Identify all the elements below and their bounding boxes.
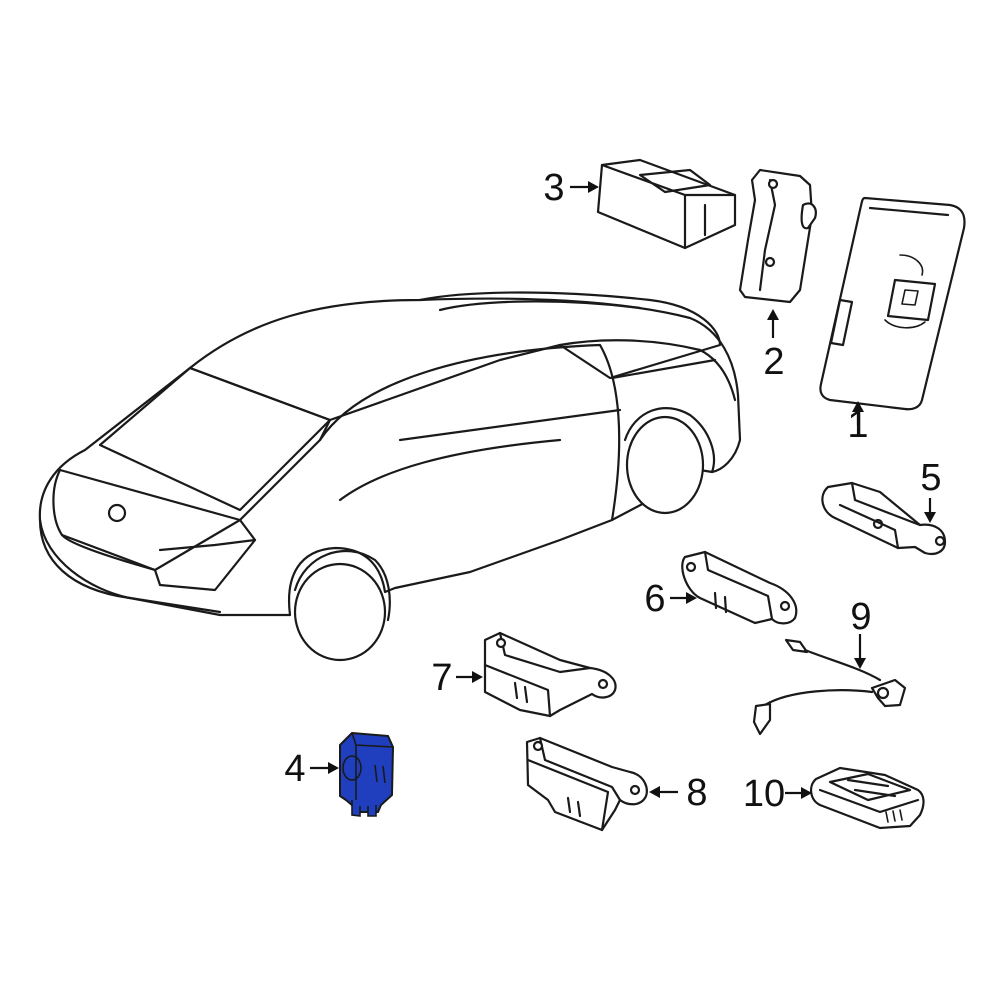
- part-3-box: [596, 158, 737, 250]
- callout-3: 3: [543, 167, 564, 209]
- part-5-sensor: [821, 481, 947, 556]
- callout-6: 6: [644, 578, 665, 620]
- part-8-sensor: [525, 736, 648, 832]
- callout-7: 7: [431, 657, 452, 699]
- part-1-module: [819, 196, 966, 411]
- vehicle-illustration: [38, 291, 742, 662]
- arrowhead-6: [686, 592, 697, 604]
- callout-9: 9: [850, 596, 871, 638]
- callout-2: 2: [763, 341, 784, 383]
- arrowhead-10: [801, 787, 812, 799]
- part-6-sensor: [681, 550, 798, 625]
- part-7-sensor: [483, 631, 617, 718]
- callout-4: 4: [284, 748, 305, 790]
- arrowhead-3: [588, 181, 599, 193]
- arrowhead-7: [472, 671, 483, 683]
- arrowhead-9: [854, 658, 866, 669]
- callout-labels: 1 2 3 4 5 6 7 8 9 10: [284, 167, 941, 815]
- callout-arrows: [310, 181, 936, 799]
- arrowhead-5: [924, 512, 936, 523]
- callout-8: 8: [686, 772, 707, 814]
- part-9-antenna-wire: [752, 638, 907, 736]
- part-4-relay-highlighted: [339, 732, 394, 817]
- callout-1: 1: [847, 404, 868, 446]
- part-2-bracket: [738, 168, 817, 304]
- arrowhead-4: [328, 762, 339, 774]
- callout-10: 10: [743, 773, 785, 815]
- callout-5: 5: [920, 457, 941, 499]
- part-10-key-fob: [810, 766, 925, 830]
- arrowhead-2: [767, 309, 779, 320]
- arrowhead-8: [649, 786, 660, 798]
- arrowhead-1: [852, 401, 864, 412]
